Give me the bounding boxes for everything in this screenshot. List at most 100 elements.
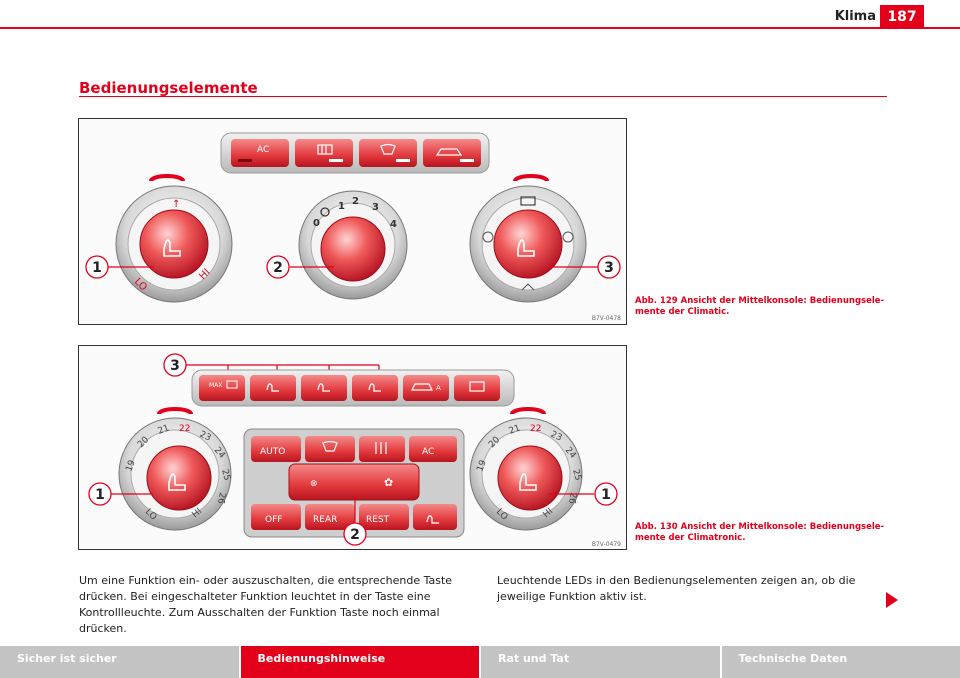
header-rule (0, 27, 960, 29)
seat-vent-button[interactable] (301, 375, 347, 401)
auto-button[interactable] (251, 436, 301, 462)
heat-button[interactable] (359, 436, 405, 462)
seat-heating-icon (517, 239, 535, 257)
callout-2-label: 2 (273, 260, 283, 276)
rear-defrost-icon (317, 144, 333, 155)
callout-1-right (594, 482, 618, 506)
seat-vent-left-button[interactable] (250, 375, 296, 401)
fan-up-icon: ✿ (384, 476, 393, 489)
footer-nav: Sicher ist sicher Bedienungshinweise Rat… (0, 646, 960, 678)
figure-climatronic: 3 MAX A 19 20 21 (78, 345, 627, 550)
face-vent-icon (482, 231, 494, 243)
fan-level-4: 4 (390, 219, 397, 230)
footer-tab-rat-und-tat[interactable]: Rat und Tat (481, 646, 722, 678)
seat-icon (368, 383, 381, 392)
section-title: Bedienungselemente (79, 79, 258, 97)
rest-button[interactable] (359, 504, 409, 530)
figure-climatic: AC ↑ LO HI (78, 118, 627, 325)
windscreen-button[interactable] (305, 436, 355, 462)
callout-3-label: 3 (604, 260, 614, 276)
off-button[interactable] (251, 504, 301, 530)
air-distribution-knob[interactable] (469, 174, 587, 303)
seat-heating-icon (163, 239, 181, 257)
figure-code: B7V-0478 (592, 315, 621, 322)
callout-3-label: 3 (170, 358, 180, 374)
callout-1-left-label: 1 (95, 487, 105, 503)
auto-label: AUTO (260, 447, 285, 457)
seat-vent-right-button[interactable] (352, 375, 398, 401)
rear-defrost-button[interactable] (454, 375, 500, 401)
windscreen-icon (380, 143, 396, 155)
right-temperature-knob[interactable]: 19 20 21 22 23 24 25 26 LO HI (469, 407, 583, 531)
left-temp-26: 26 (215, 491, 227, 504)
seat-heating-icon (168, 473, 186, 491)
left-temp-19: 19 (124, 459, 137, 473)
fan-icon (320, 207, 330, 217)
callouts: 1 1 2 (88, 482, 618, 546)
off-label: OFF (265, 515, 282, 525)
fan-level-0: 0 (313, 218, 320, 229)
car-icon (411, 383, 433, 391)
callout-3 (597, 255, 621, 279)
ac-label: AC (422, 447, 434, 457)
chapter-title: Klima (834, 9, 876, 24)
page-number: 187 (880, 5, 924, 29)
ac-button-label: AC (257, 145, 269, 155)
callout-2 (343, 522, 367, 546)
body-text-right: Leuchtende LEDs in den Bedienungselement… (497, 574, 856, 603)
body-text-left: Um eine Funktion ein- oder auszuschalten… (79, 574, 453, 635)
recirculation-button[interactable] (423, 139, 481, 167)
rear-defrost-button[interactable] (295, 139, 353, 167)
callout-1-right-label: 1 (601, 487, 611, 503)
foot-vent-icon (562, 231, 574, 243)
figure-code: B7V-0479 (592, 541, 621, 548)
section-rule (79, 96, 887, 97)
fan-speed-knob[interactable]: 0 1 2 3 4 (298, 190, 408, 300)
windscreen-icon (322, 440, 338, 452)
left-temp-22: 22 (179, 424, 190, 434)
right-temp-22: 22 (530, 424, 541, 434)
center-control-panel: AUTO AC ⊗ ✿ OFF REAR REST (243, 428, 465, 538)
callout-2-label: 2 (350, 527, 360, 543)
fan-down-icon: ⊗ (310, 479, 318, 489)
fan-level-1: 1 (338, 201, 345, 212)
defrost-icon (520, 196, 536, 206)
right-temp-26: 26 (566, 491, 578, 504)
right-temp-21: 21 (508, 424, 522, 437)
seat-heating-icon (519, 473, 537, 491)
temperature-knob[interactable]: ↑ LO HI (115, 174, 233, 303)
auto-a-label: A (436, 384, 441, 392)
figure-129-caption: Abb. 129 Ansicht der Mittelkonsole: Bedi… (635, 296, 885, 317)
left-temperature-knob[interactable]: 19 20 21 22 23 24 25 26 LO HI (118, 407, 232, 531)
seat-icon (317, 383, 330, 392)
fan-rocker[interactable] (288, 463, 420, 501)
right-temp-25: 25 (570, 468, 583, 482)
auto-recirculation-button[interactable] (403, 375, 449, 401)
windscreen-defrost-button[interactable] (359, 139, 417, 167)
fan-level-3: 3 (372, 202, 379, 213)
next-page-arrow-icon[interactable] (886, 592, 898, 608)
rear-button[interactable] (305, 504, 355, 530)
seat-icon (266, 383, 279, 392)
rear-label: REAR (313, 515, 337, 525)
seat-air-icon (426, 515, 439, 524)
defrost-icon (226, 380, 238, 389)
callouts: 1 2 3 (85, 255, 621, 279)
left-temp-21: 21 (157, 424, 171, 437)
footer-tab-technische-daten[interactable]: Technische Daten (721, 646, 960, 678)
footer-tab-sicher[interactable]: Sicher ist sicher (0, 646, 241, 678)
callout-2 (266, 255, 290, 279)
left-temp-25: 25 (219, 468, 232, 482)
air-distribution-button[interactable] (413, 504, 457, 530)
callout-1-left (88, 482, 112, 506)
floor-vent-icon (521, 283, 535, 291)
temperature-up-icon: ↑ (172, 199, 180, 210)
callout-1-label: 1 (92, 260, 102, 276)
callout-1 (85, 255, 109, 279)
ac-button[interactable] (409, 436, 457, 462)
figure-130-caption: Abb. 130 Ansicht der Mittelkonsole: Bedi… (635, 522, 885, 543)
right-temp-23: 23 (549, 430, 564, 444)
left-temp-23: 23 (198, 430, 213, 444)
fan-level-2: 2 (352, 196, 359, 207)
footer-tab-bedienungshinweise[interactable]: Bedienungshinweise (240, 646, 481, 678)
